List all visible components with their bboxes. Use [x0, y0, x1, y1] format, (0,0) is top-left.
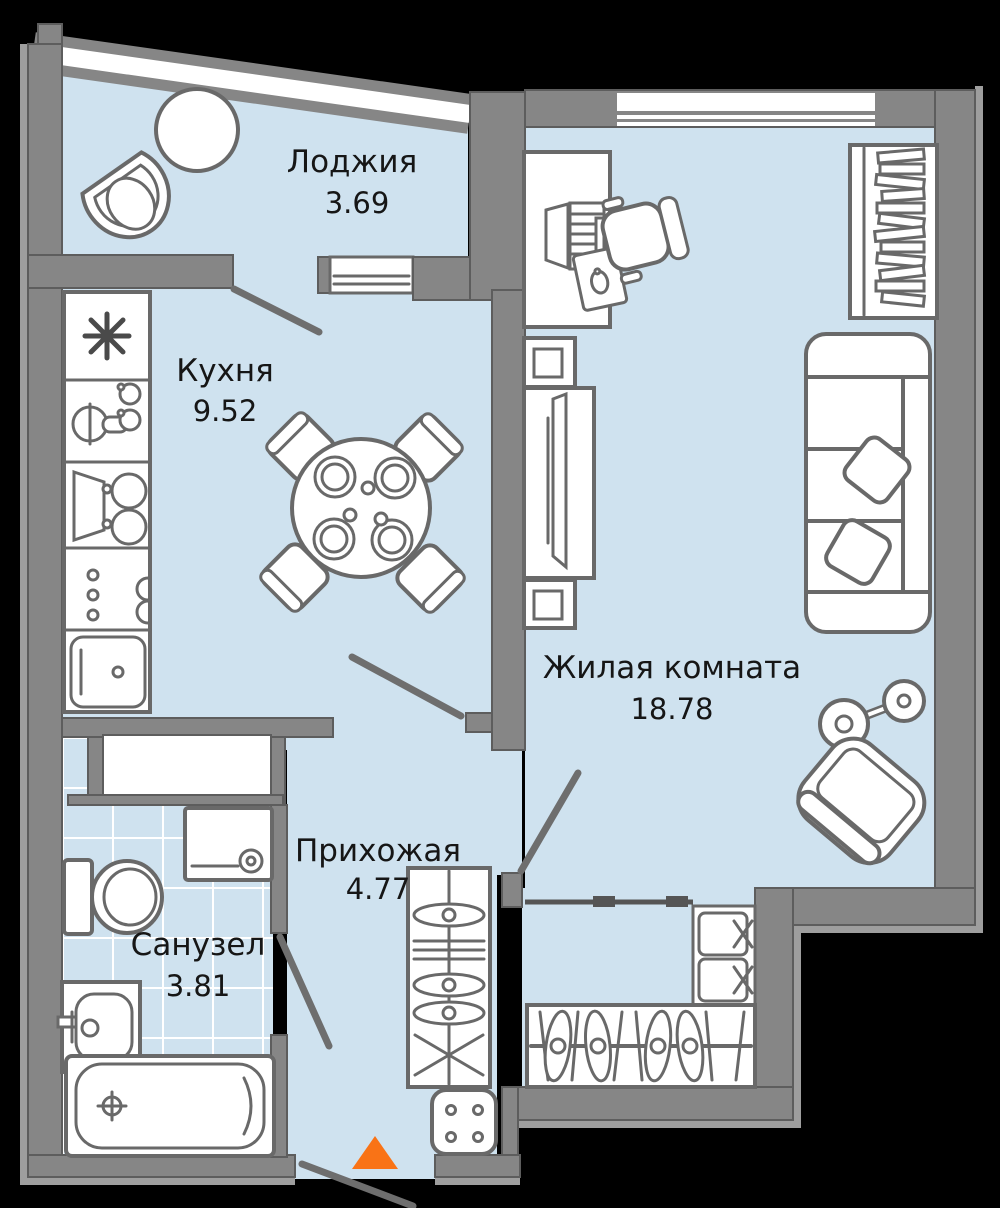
- wall-bottom: [27, 1154, 296, 1178]
- loggia-furniture: [80, 87, 240, 240]
- pouf-icon: [430, 1088, 498, 1156]
- doorway-floor: [492, 750, 522, 875]
- room-label-bathroom: Санузел: [131, 927, 266, 963]
- plate-inner: [319, 524, 349, 554]
- dishwasher-icon: [69, 635, 147, 709]
- wall-stub: [412, 256, 471, 301]
- door-jamb: [501, 872, 523, 908]
- wall-left: [27, 43, 63, 1178]
- wall-edge: [28, 1177, 295, 1185]
- pillow-icon: [824, 518, 892, 586]
- dining-chair-icon: [259, 542, 330, 613]
- shaft-wall: [67, 794, 284, 806]
- room-area-bathroom: 3.81: [166, 969, 231, 1003]
- room-label-loggia: Лоджия: [287, 144, 417, 180]
- window-line: [617, 115, 875, 119]
- pillow-icon: [842, 435, 912, 505]
- door-swing-icon: [230, 285, 323, 336]
- hallway-furniture: [406, 866, 757, 1156]
- plate-inner: [380, 463, 410, 493]
- loggia-window-icon: [31, 43, 472, 123]
- bookshelf-icon: [848, 143, 939, 320]
- wall-edge: [502, 1120, 801, 1128]
- door-jamb: [465, 712, 493, 733]
- window-line: [617, 122, 875, 126]
- dining-chair-icon: [395, 543, 466, 614]
- kitchen-sink-icon: [71, 382, 142, 446]
- floor-lamp-icon: [818, 679, 926, 750]
- entrance-arrow-icon: [352, 1136, 398, 1169]
- kitchen-furniture: [62, 290, 466, 714]
- dining-table-icon: [290, 437, 432, 579]
- bathtub-icon: [64, 1054, 276, 1158]
- wall-kitchen-living: [491, 289, 526, 751]
- round-table-icon: [154, 87, 240, 173]
- wall-right: [934, 89, 976, 926]
- boundary-tab: [593, 896, 615, 907]
- wall-closet-right: [754, 887, 794, 1121]
- plate-inner: [320, 462, 350, 492]
- door-swing-icon: [276, 933, 333, 1050]
- plate-inner: [377, 525, 407, 555]
- room-labels: Лоджия 3.69 Кухня 9.52 Жилая комната 18.…: [131, 144, 801, 1003]
- room-label-kitchen: Кухня: [176, 353, 274, 389]
- tub-chair-icon: [80, 150, 171, 240]
- door-swings: [230, 285, 582, 1208]
- room-label-hallway: Прихожая: [295, 833, 461, 869]
- sofa-icon: [804, 332, 932, 634]
- kitchen-drawers-icon: [86, 568, 150, 625]
- wall-loggia-living: [469, 91, 526, 301]
- cup-icon: [360, 480, 376, 496]
- wall-edge: [793, 920, 801, 1128]
- walls: [20, 23, 983, 1185]
- wall-edge-left: [20, 44, 28, 1185]
- washing-machine-icon: [183, 806, 274, 882]
- tv-icon: [551, 391, 568, 571]
- cup-icon: [342, 507, 358, 523]
- armchair-icon: [796, 736, 927, 866]
- room-area-kitchen: 9.52: [193, 394, 258, 428]
- wall-edge-right: [975, 86, 983, 933]
- wardrobe-icon: [406, 866, 492, 1089]
- living-window-icon: [617, 93, 875, 111]
- wall-edge: [435, 1177, 520, 1185]
- vent-shaft: [102, 734, 272, 796]
- door-swing-icon: [298, 1160, 417, 1208]
- fridge-icon: [82, 311, 132, 361]
- office-chair-icon: [600, 196, 690, 285]
- closet-hangers-icon: [525, 1003, 757, 1089]
- door-swing-icon: [517, 769, 582, 875]
- room-area-loggia: 3.69: [325, 186, 390, 220]
- bathroom-furniture: [56, 806, 276, 1158]
- wall-edge: [756, 925, 983, 933]
- wall-closet-bottom: [501, 1086, 794, 1121]
- storage-boxes-icon: [691, 904, 757, 1007]
- boundary-tab: [666, 896, 688, 907]
- toilet-icon: [62, 858, 164, 936]
- room-area-hallway: 4.77: [346, 872, 411, 906]
- dining-set: [259, 411, 466, 614]
- living-furniture: [522, 143, 939, 866]
- wall-loggia-kitchen: [27, 254, 234, 289]
- room-area-living: 18.78: [630, 692, 713, 726]
- cup-icon: [373, 511, 389, 527]
- stove-icon: [72, 469, 148, 546]
- door-swing-icon: [348, 653, 465, 720]
- room-label-living: Жилая комната: [543, 650, 801, 686]
- wall-bottom: [434, 1154, 521, 1178]
- tv-stand-icon: [522, 336, 596, 630]
